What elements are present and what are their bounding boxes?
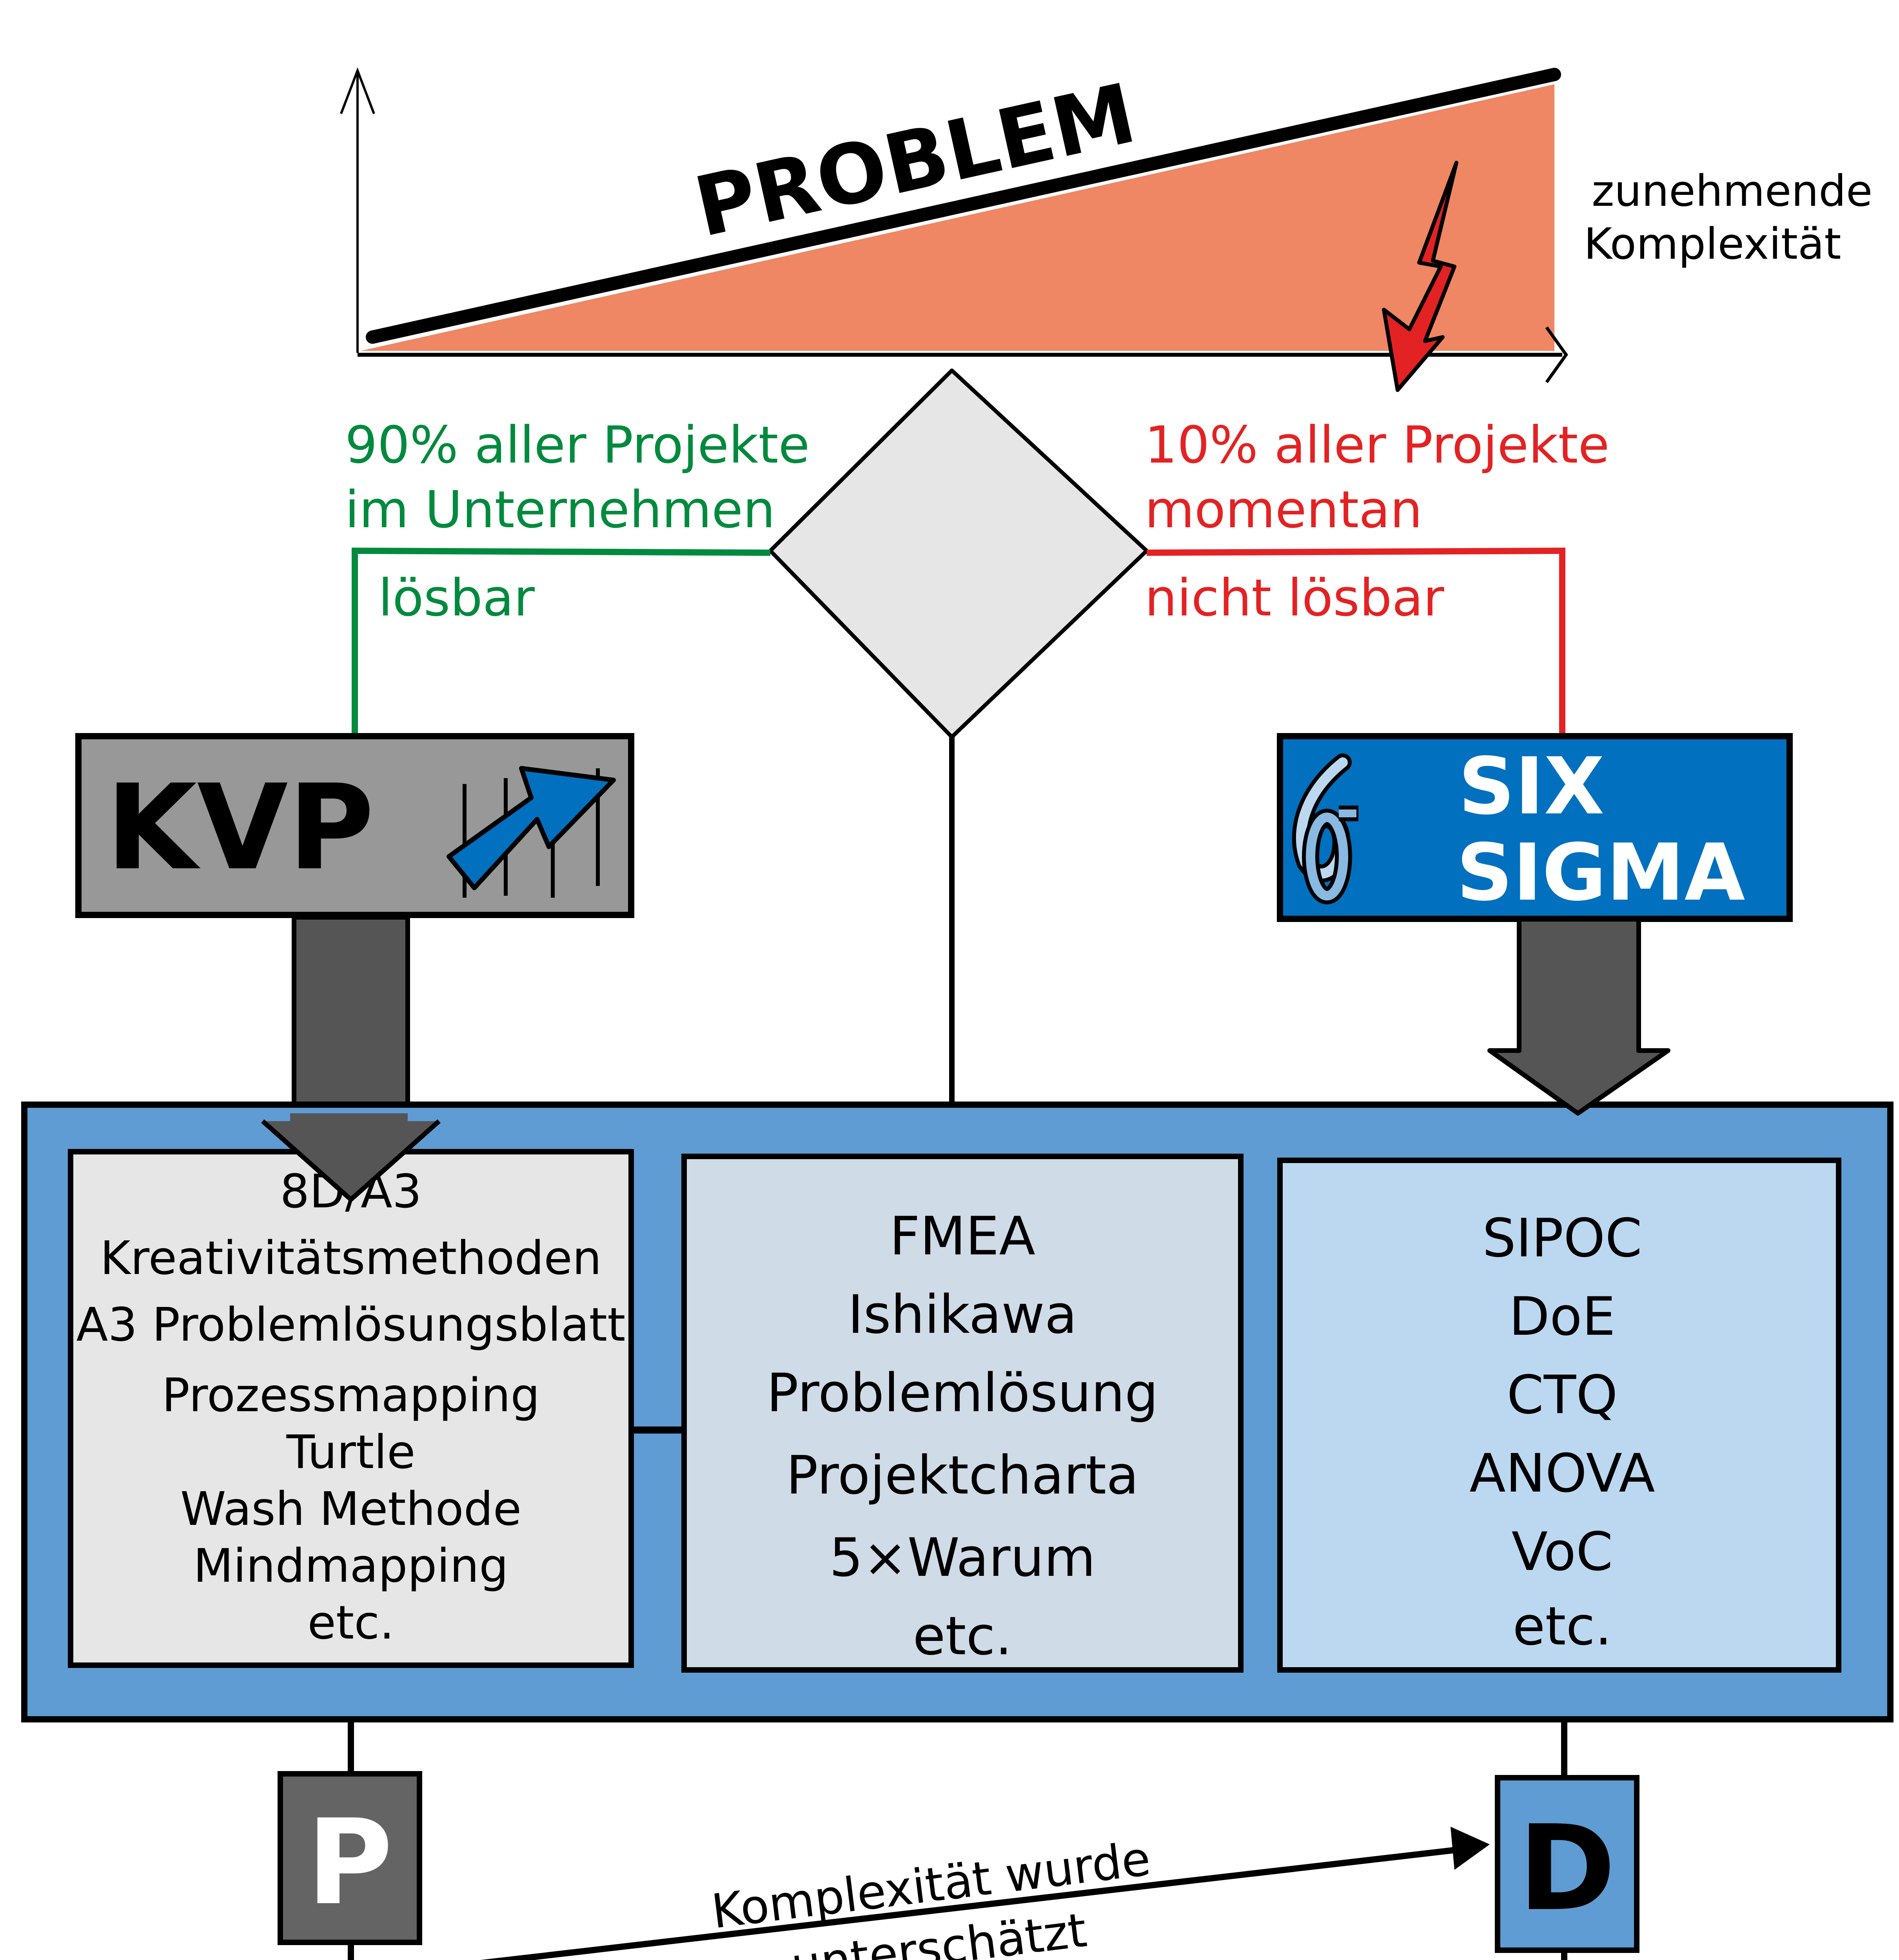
pdca-cycle: P D C A	[278, 1771, 422, 1945]
method-item: 5×Warum	[829, 1527, 1095, 1588]
method-item: Ishikawa	[848, 1284, 1077, 1345]
pdca-step-p[interactable]: P	[278, 1771, 422, 1945]
method-item: Turtle	[286, 1425, 415, 1479]
methods-list-sixsigma: SIPOC DoE CTQ ANOVA VoC etc.	[1469, 1207, 1655, 1657]
problem-area	[361, 84, 1554, 351]
method-item: Projektcharta	[786, 1445, 1139, 1506]
lightning-bolt-icon	[1382, 161, 1458, 392]
solvable-path	[352, 547, 771, 737]
method-item: Mindmapping	[193, 1539, 508, 1593]
dmaic-letter: D	[1518, 1800, 1616, 1937]
method-item: Problemlösung	[766, 1362, 1158, 1424]
method-item: FMEA	[890, 1205, 1035, 1267]
dmaic-cycle: D M A I C	[1495, 1775, 1639, 1953]
method-item: VoC	[1512, 1521, 1613, 1583]
six-sigma-label-line2: SIGMA	[1456, 827, 1745, 918]
sigma-logo-icon	[1292, 753, 1358, 904]
method-item: SIPOC	[1482, 1207, 1642, 1269]
kvp-label: KVP	[106, 759, 374, 896]
methods-box-common	[681, 1154, 1244, 1673]
problem-trend-line	[366, 68, 1561, 344]
method-item: DoE	[1509, 1286, 1616, 1347]
method-item: etc.	[1512, 1595, 1612, 1657]
decision-diamond[interactable]	[768, 368, 1149, 739]
problem-chart: PROBLEM zunehmende Komplexität	[340, 65, 1873, 392]
complexity-label-line2: Komplexität	[1584, 219, 1841, 269]
complexity-label-line1: zunehmende	[1592, 166, 1873, 216]
x-axis-arrowhead	[1545, 326, 1568, 383]
unsolvable-label-line1: 10% aller Projekte	[1145, 415, 1610, 475]
method-item: etc.	[913, 1605, 1012, 1667]
methods-box-kvp	[68, 1149, 634, 1668]
dmaic-step-d[interactable]: D	[1495, 1775, 1639, 1953]
methods-list-common: FMEA Ishikawa Problemlösung Projektchart…	[766, 1205, 1158, 1667]
methods-list-kvp: 8D/A3 Kreativitätsmethoden A3 Problemlös…	[76, 1164, 626, 1650]
method-item: Wash Methode	[180, 1482, 521, 1536]
method-item: ANOVA	[1469, 1443, 1655, 1504]
pdca-letter: P	[307, 1794, 393, 1931]
six-sigma-label-line1: SIX	[1458, 741, 1605, 832]
transition-underestimated: Komplexität wurde unterschätzt	[480, 1827, 1490, 1960]
improvement-arrow-icon	[447, 766, 616, 898]
solvable-label-line3: lösbar	[378, 568, 535, 628]
methods-panel: 8D/A3 Kreativitätsmethoden A3 Problemlös…	[21, 1102, 1894, 1722]
unsolvable-path	[1146, 547, 1565, 737]
unsolvable-label-line2: momentan	[1145, 480, 1422, 539]
transition-arrow-line	[480, 1845, 1473, 1960]
solvable-label-line1: 90% aller Projekte	[345, 415, 810, 475]
unsolvable-label-line3: nicht lösbar	[1145, 568, 1444, 628]
arrowhead-right-icon	[1451, 1827, 1490, 1870]
method-item: Prozessmapping	[162, 1368, 540, 1422]
method-item: CTQ	[1507, 1364, 1618, 1426]
method-item: A3 Problemlösungsblatt	[76, 1298, 626, 1352]
six-sigma-down-arrow	[1487, 917, 1670, 1116]
methods-box-sixsigma	[1277, 1158, 1841, 1673]
kvp-box[interactable]: KVP	[75, 733, 634, 918]
kvp-arrow-tip	[261, 1113, 441, 1202]
solvable-label-line2: im Unternehmen	[345, 480, 775, 539]
six-sigma-box[interactable]: SIX SIGMA	[1277, 733, 1793, 922]
y-axis-arrowhead	[340, 67, 375, 114]
six-sigma-box-frame	[1277, 733, 1793, 922]
method-item: Kreativitätsmethoden	[100, 1231, 601, 1285]
decision: 90% aller Projekte im Unternehmen lösbar…	[345, 368, 1610, 1121]
method-item: etc.	[307, 1595, 394, 1650]
